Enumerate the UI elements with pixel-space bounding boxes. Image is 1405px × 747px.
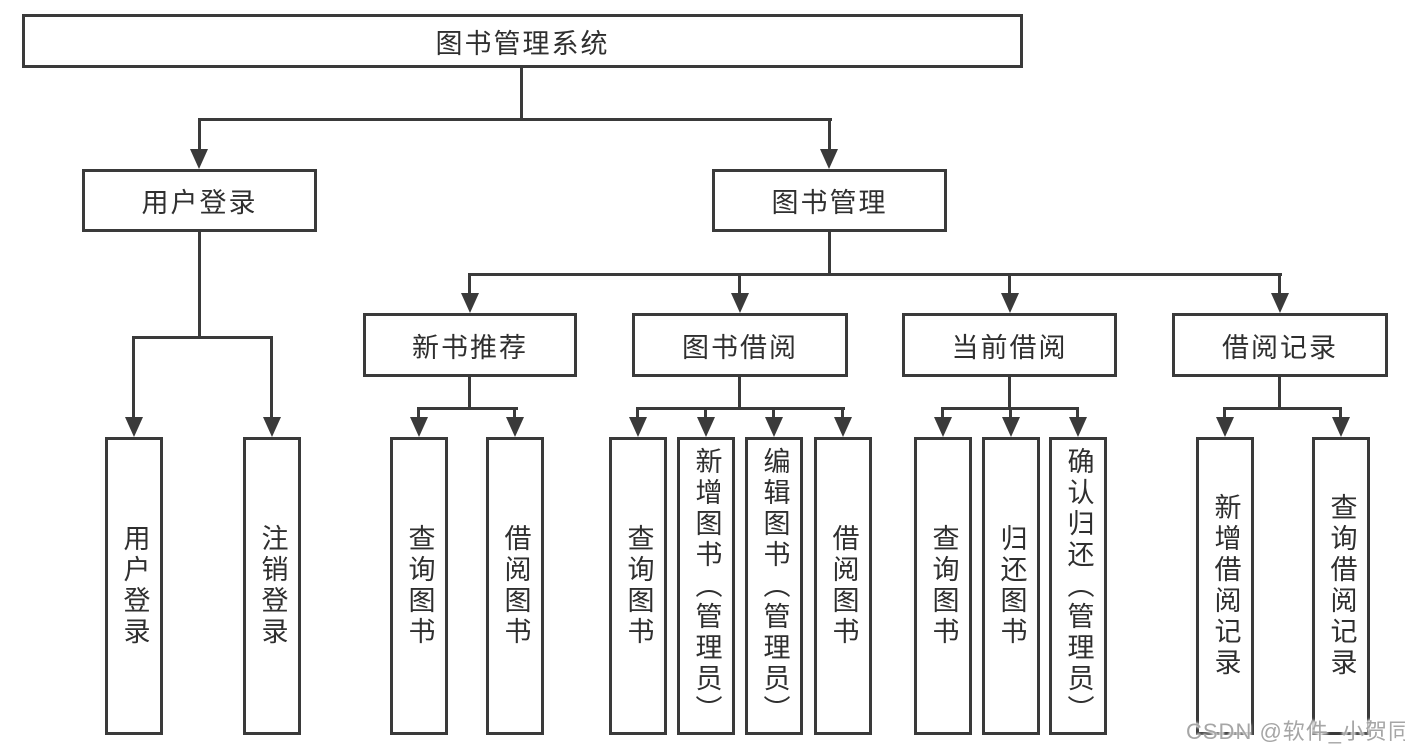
arrow-down-icon (1001, 293, 1019, 313)
connector-borrowing-down (738, 377, 741, 410)
arrow-down-icon (820, 149, 838, 169)
arrow-down-icon (834, 417, 852, 437)
connector-records-hbar (1223, 407, 1342, 410)
node-new-book-recommend: 新书推荐 (363, 313, 577, 377)
node-borrowing-records: 借阅记录 (1172, 313, 1388, 377)
arrow-down-icon (934, 417, 952, 437)
leaf-current-query-books: 查询图书 (914, 437, 972, 735)
connector-leaf-stem (1339, 410, 1342, 420)
connector-records-down (1278, 377, 1281, 410)
node-root-library-system: 图书管理系统 (22, 14, 1023, 68)
connector-leaf-stem (1076, 410, 1079, 420)
leaf-borrowing-borrow-books: 借阅图书 (814, 437, 872, 735)
connector-current-hbar (941, 407, 1079, 410)
connector-borrowing-hbar (636, 407, 845, 410)
connector-user-login-stem (198, 121, 201, 149)
leaf-current-confirm-return-admin: 确认归还（管理员） (1049, 437, 1107, 735)
leaf-records-add-borrow-record: 新增借阅记录 (1196, 437, 1254, 735)
connector-user-login-hbar (132, 336, 273, 339)
connector-leaf-stem (513, 410, 516, 420)
leaf-current-return-books: 归还图书 (982, 437, 1040, 735)
arrow-down-icon (506, 417, 524, 437)
connector-leaf-stem (417, 410, 420, 420)
leaf-borrowing-edit-books-admin: 编辑图书（管理员） (745, 437, 803, 735)
arrow-down-icon (731, 293, 749, 313)
leaf-recommend-borrow-books: 借阅图书 (486, 437, 544, 735)
connector-leaf-stem (1009, 410, 1012, 420)
arrow-down-icon (1069, 417, 1087, 437)
arrow-down-icon (629, 417, 647, 437)
connector-leaf-stem (841, 410, 844, 420)
connector-book-mgmt-stem (828, 121, 831, 149)
connector-leaf-stem (941, 410, 944, 420)
leaf-recommend-query-books: 查询图书 (390, 437, 448, 735)
arrow-down-icon (410, 417, 428, 437)
leaf-borrowing-add-books-admin: 新增图书（管理员） (677, 437, 735, 735)
connector-leaf-stem (132, 339, 135, 417)
connector-l2-stem (1008, 276, 1011, 293)
connector-book-mgmt-hbar (468, 273, 1282, 276)
connector-root-hbar (198, 118, 832, 121)
connector-leaf-stem (772, 410, 775, 420)
connector-user-login-down (198, 232, 201, 339)
arrow-down-icon (765, 417, 783, 437)
connector-current-down (1008, 377, 1011, 410)
connector-leaf-stem (704, 410, 707, 420)
connector-leaf-stem (636, 410, 639, 420)
node-book-borrowing: 图书借阅 (632, 313, 848, 377)
arrow-down-icon (1271, 293, 1289, 313)
connector-leaf-stem (1223, 410, 1226, 420)
leaf-records-query-borrow-record: 查询借阅记录 (1312, 437, 1370, 735)
connector-leaf-stem (270, 339, 273, 417)
node-current-borrowing: 当前借阅 (902, 313, 1117, 377)
arrow-down-icon (263, 417, 281, 437)
leaf-logout: 注销登录 (243, 437, 301, 735)
arrow-down-icon (1216, 417, 1234, 437)
connector-l2-stem (468, 276, 471, 293)
connector-l2-stem (1278, 276, 1281, 293)
leaf-user-login: 用户登录 (105, 437, 163, 735)
node-user-login: 用户登录 (82, 169, 317, 232)
connector-l2-stem (738, 276, 741, 293)
connector-book-mgmt-down (828, 232, 831, 276)
arrow-down-icon (1002, 417, 1020, 437)
connector-root-stem (520, 68, 523, 121)
connector-recommend-down (468, 377, 471, 410)
arrow-down-icon (190, 149, 208, 169)
node-book-management: 图书管理 (712, 169, 947, 232)
connector-recommend-hbar (417, 407, 518, 410)
csdn-watermark: CSDN @软件_小贺同学 (1186, 719, 1405, 744)
arrow-down-icon (1332, 417, 1350, 437)
arrow-down-icon (461, 293, 479, 313)
leaf-borrowing-query-books: 查询图书 (609, 437, 667, 735)
arrow-down-icon (125, 417, 143, 437)
arrow-down-icon (697, 417, 715, 437)
